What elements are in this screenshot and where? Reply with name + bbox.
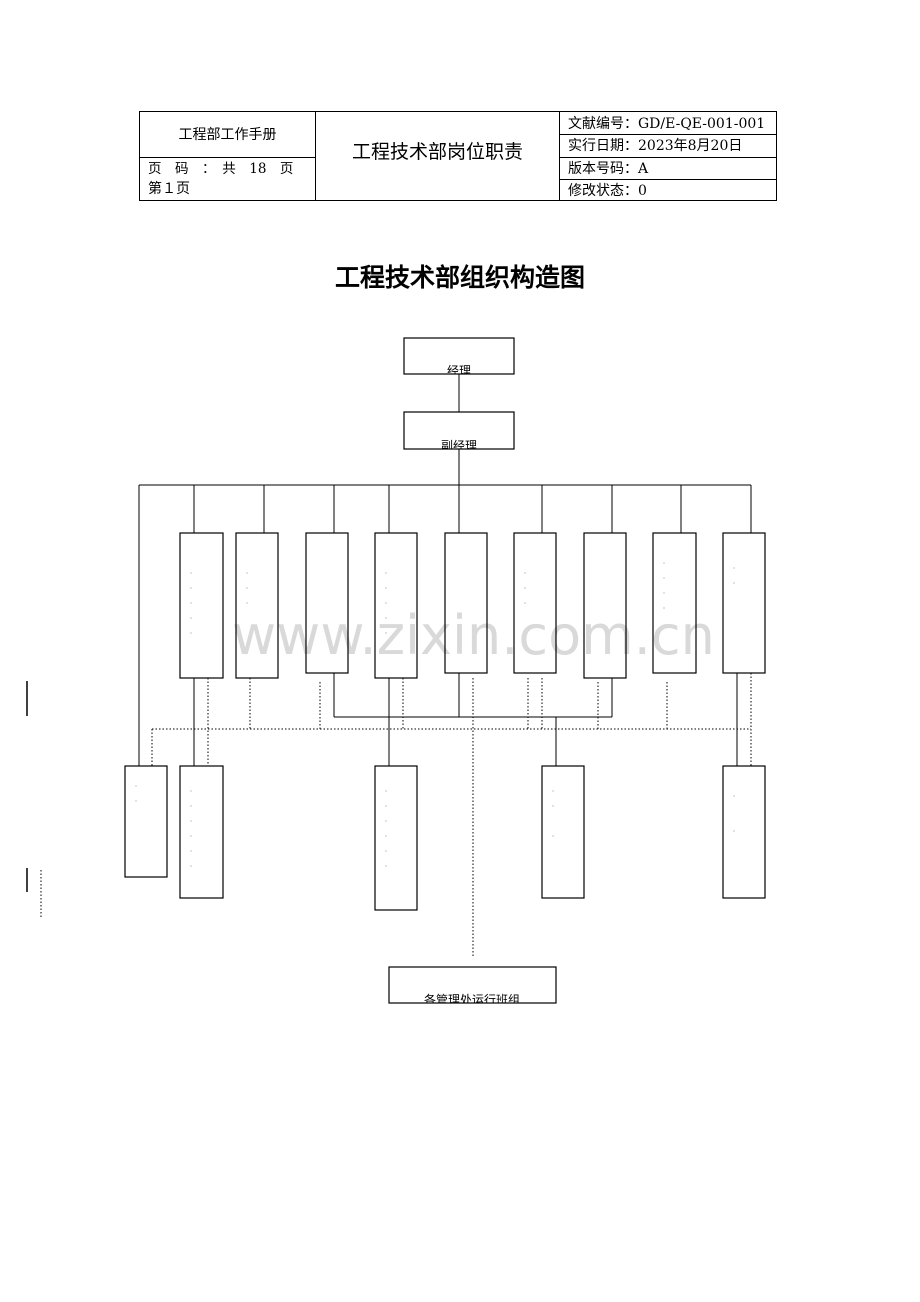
- header-divider: [140, 157, 315, 158]
- position-box: [444, 532, 488, 674]
- position-box: [722, 765, 766, 899]
- position-box: [179, 765, 224, 899]
- position-box: [179, 532, 224, 679]
- position-box: [374, 765, 418, 911]
- position-box: [305, 532, 349, 674]
- position-box: [235, 532, 279, 679]
- position-box: [124, 765, 168, 878]
- header-divider: [559, 134, 777, 135]
- box-text-dots: [190, 562, 735, 634]
- position-box: [374, 532, 418, 679]
- header-table: 工程部工作手册 页 码 ： 共 18 页 第１页 工程技术部岗位职责 文献编号：…: [139, 111, 777, 201]
- solid-connectors: [193, 673, 738, 766]
- position-box: [513, 532, 557, 674]
- manual-title: 工程部工作手册: [178, 127, 277, 143]
- implementation-date: 实行日期：2023年8月20日: [568, 138, 743, 154]
- page-info-line2: 第１页: [148, 181, 190, 197]
- position-box: [541, 765, 585, 899]
- position-box: [583, 532, 627, 679]
- document-name: 工程技术部岗位职责: [351, 141, 523, 163]
- row2-boxes: [124, 765, 766, 911]
- document-number: 文献编号：GD/E-QE-001-001: [568, 116, 766, 132]
- position-box: [722, 532, 766, 674]
- page-info-line1: 页 码 ： 共 18 页: [148, 161, 294, 177]
- operations-team-box: [388, 966, 557, 1004]
- operations-team-label: 各管理处运行班组: [424, 992, 520, 1007]
- watermark: www.zixin.com.cn: [232, 604, 715, 667]
- position-box: [652, 532, 697, 674]
- box-text-dots: [135, 785, 735, 867]
- dotted-connectors: [151, 673, 752, 958]
- header-divider: [559, 157, 777, 158]
- header-divider: [559, 179, 777, 180]
- row1-boxes: [179, 532, 766, 679]
- chart-title: 工程技术部组织构造图: [334, 263, 585, 292]
- header-divider: [315, 112, 316, 200]
- revision-status: 修改状态：0: [568, 183, 647, 199]
- deputy-manager-label: 副经理: [441, 439, 477, 453]
- version-number: 版本号码：A: [568, 161, 649, 177]
- row1-drops: [193, 485, 752, 533]
- manager-label: 经理: [447, 364, 471, 378]
- header-divider: [559, 112, 560, 200]
